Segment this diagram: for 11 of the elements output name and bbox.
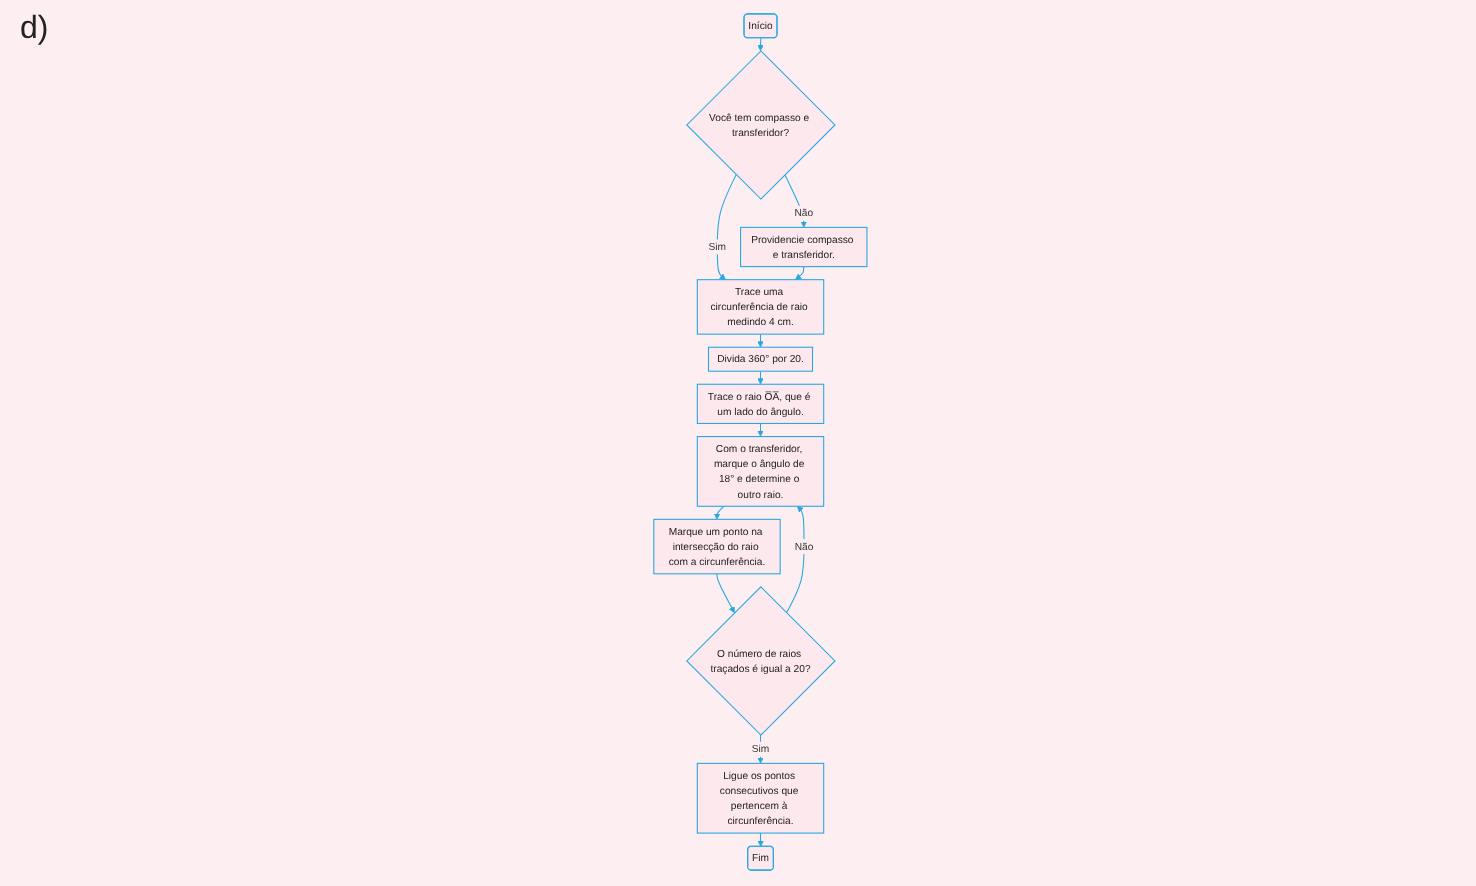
arrow [756, 37, 764, 52]
arrow [716, 174, 737, 280]
arrow [757, 832, 764, 847]
arrow [713, 505, 725, 520]
panel-label: d) [20, 12, 49, 48]
arrow [756, 333, 764, 348]
arrow [756, 422, 764, 437]
arrow [785, 506, 805, 614]
arrow [756, 370, 764, 385]
arrow [794, 266, 804, 280]
arrow [716, 573, 735, 614]
